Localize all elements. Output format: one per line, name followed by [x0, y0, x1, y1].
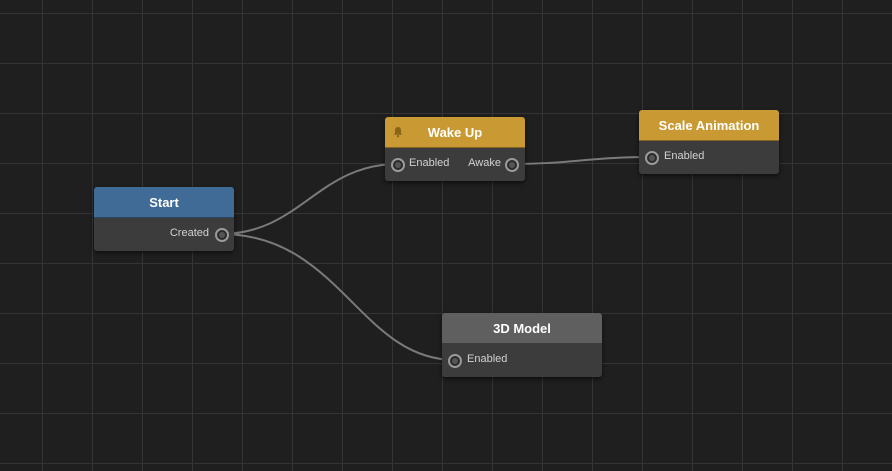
- input-port-enabled[interactable]: [391, 158, 405, 172]
- port-label-enabled: Enabled: [409, 157, 450, 169]
- wire-start-created-to-3dmodel-enabled[interactable]: [220, 233, 456, 361]
- port-label-enabled: Enabled: [664, 150, 705, 162]
- node-scale-animation[interactable]: Scale Animation Enabled: [639, 110, 779, 174]
- node-start[interactable]: Start Created: [94, 187, 234, 251]
- node-scale-animation-body: Enabled: [639, 141, 779, 174]
- node-start-title: Start: [149, 194, 179, 210]
- node-3d-model-body: Enabled: [442, 344, 602, 377]
- node-3d-model-header[interactable]: 3D Model: [442, 313, 602, 344]
- node-3d-model[interactable]: 3D Model Enabled: [442, 313, 602, 377]
- output-port-awake[interactable]: [505, 158, 519, 172]
- output-port-created[interactable]: [215, 228, 229, 242]
- node-wake-up[interactable]: Wake Up Enabled Awake: [385, 117, 525, 181]
- input-port-enabled[interactable]: [645, 151, 659, 165]
- node-wake-up-header[interactable]: Wake Up: [385, 117, 525, 148]
- node-scale-animation-title: Scale Animation: [658, 117, 760, 133]
- port-label-enabled: Enabled: [467, 353, 508, 365]
- node-wake-up-body: Enabled Awake: [385, 148, 525, 181]
- wire-wakeup-awake-to-scaleanimation-enabled[interactable]: [511, 156, 653, 165]
- node-wake-up-title: Wake Up: [427, 124, 483, 140]
- port-label-created: Created: [169, 227, 209, 239]
- bell-icon: [393, 127, 403, 138]
- port-label-awake: Awake: [468, 157, 501, 169]
- input-port-enabled[interactable]: [448, 354, 462, 368]
- node-start-body: Created: [94, 218, 234, 251]
- wire-start-created-to-wakeup-enabled[interactable]: [220, 163, 399, 235]
- node-3d-model-title: 3D Model: [493, 320, 551, 336]
- node-scale-animation-header[interactable]: Scale Animation: [639, 110, 779, 141]
- node-start-header[interactable]: Start: [94, 187, 234, 218]
